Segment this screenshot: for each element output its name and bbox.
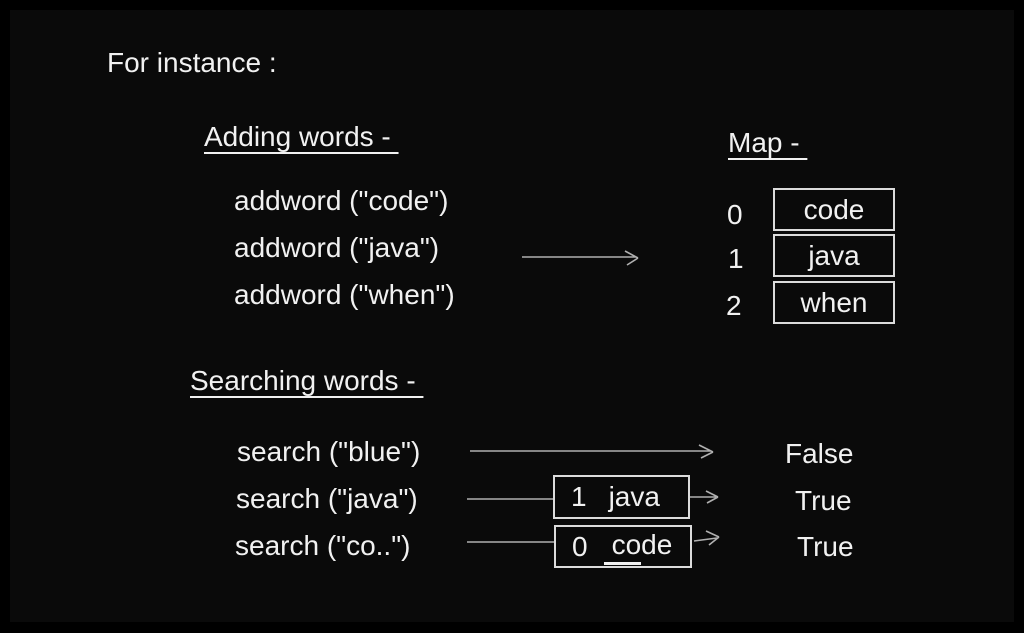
search-call-blue: search ("blue") bbox=[237, 436, 421, 467]
result-true-java: True bbox=[795, 485, 852, 516]
lookup-code-index: 0 bbox=[572, 530, 588, 562]
search-call-java: search ("java") bbox=[236, 483, 418, 514]
map-cell-2: when bbox=[773, 281, 895, 324]
lookup-java-index: 1 bbox=[571, 481, 587, 512]
map-index-2: 2 bbox=[726, 290, 742, 321]
map-index-1: 1 bbox=[728, 243, 744, 274]
matched-prefix: co bbox=[603, 529, 642, 565]
lookup-code-word: code bbox=[603, 528, 673, 565]
result-true-co: True bbox=[797, 531, 854, 562]
addword-call-code: addword ("code") bbox=[234, 185, 449, 216]
map-cell-0: code bbox=[773, 188, 895, 231]
lookup-box-java: 1 java bbox=[553, 475, 690, 519]
addword-call-java: addword ("java") bbox=[234, 232, 440, 263]
map-index-0: 0 bbox=[727, 199, 743, 230]
map-cell-1: java bbox=[773, 234, 895, 277]
addword-call-when: addword ("when") bbox=[234, 279, 455, 310]
word-rest: de bbox=[641, 528, 673, 560]
adding-words-heading: Adding words - bbox=[204, 121, 399, 152]
map-heading: Map - bbox=[728, 127, 808, 158]
intro-text: For instance : bbox=[107, 47, 277, 78]
lookup-box-code: 0 code bbox=[554, 525, 692, 568]
map-word-java: java bbox=[808, 239, 860, 271]
search-call-co: search ("co..") bbox=[235, 530, 411, 561]
map-word-when: when bbox=[800, 286, 868, 318]
map-word-code: code bbox=[803, 193, 865, 225]
slide-background bbox=[10, 10, 1014, 622]
lookup-java-word: java bbox=[608, 481, 660, 512]
searching-words-heading: Searching words - bbox=[190, 365, 424, 396]
result-false: False bbox=[785, 438, 854, 469]
